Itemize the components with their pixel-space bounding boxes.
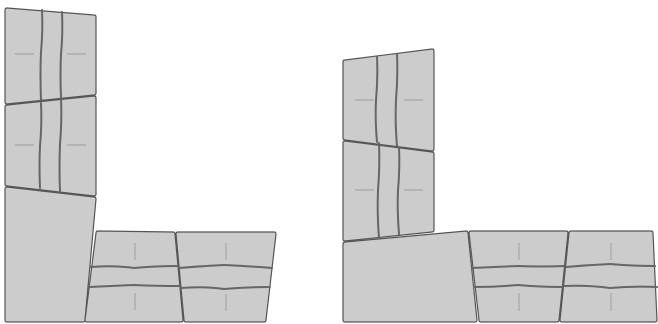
right-tile-corner-block (343, 231, 477, 322)
right-tile-horizontal-2 (560, 231, 657, 322)
left-assembly (5, 8, 276, 322)
left-tile-vertical-top (5, 8, 96, 104)
right-tile-horizontal-1 (469, 231, 568, 322)
right-tile-vertical-middle (343, 141, 434, 241)
right-assembly (343, 49, 657, 322)
left-tile-horizontal-1 (85, 231, 183, 322)
left-tile-corner-block (5, 187, 96, 322)
right-tile-vertical-top (343, 49, 434, 151)
left-tile-horizontal-2 (176, 232, 276, 322)
left-tile-vertical-middle (5, 96, 96, 196)
